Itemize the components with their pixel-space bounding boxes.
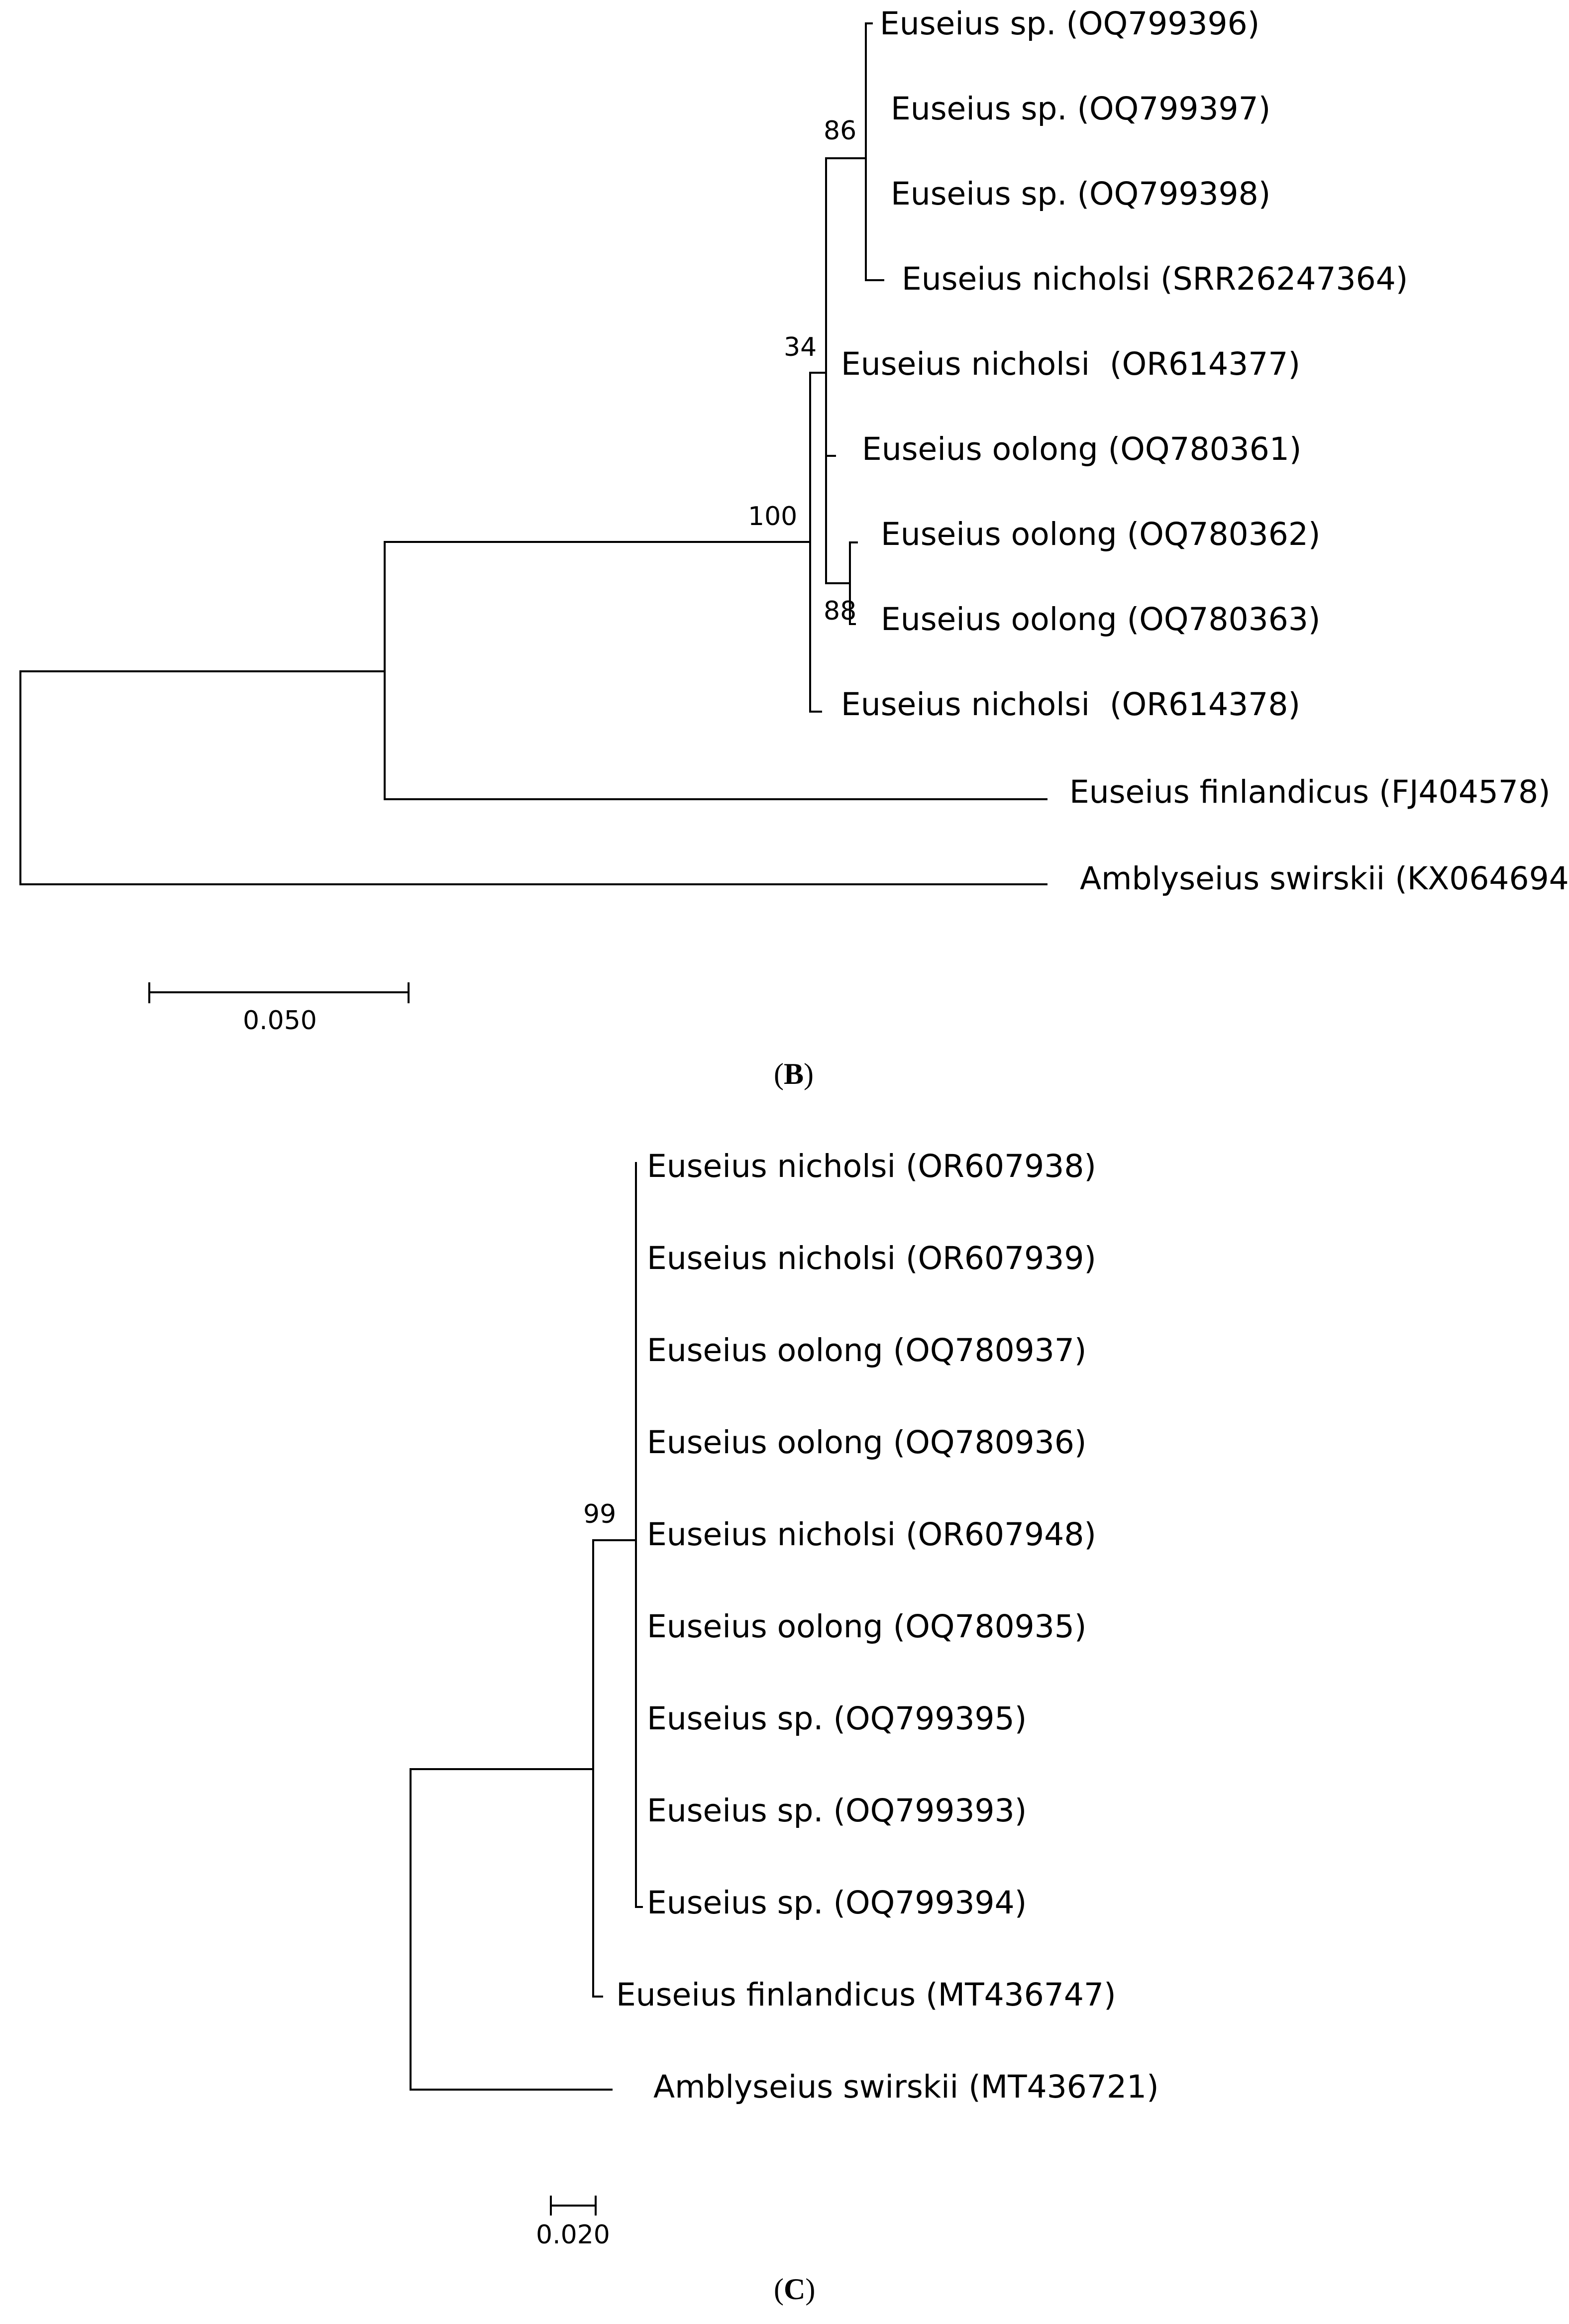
panel-b-scale-bar: 0.050 <box>148 982 410 1036</box>
leaf-label: Euseius oolong (OQ780937) <box>647 1332 1087 1369</box>
panel-b-clade-86-branch <box>865 22 884 281</box>
panel-b-ingroup-branch <box>384 541 1047 800</box>
leaf-label: Euseius nicholsi (SRR26247364) <box>902 261 1408 297</box>
leaf-label: Amblyseius swirskii (KX064694) <box>1080 860 1569 897</box>
panel-b-branches <box>19 22 1047 885</box>
leaf-label: Euseius nicholsi (OR614378) <box>841 686 1300 723</box>
panel-c-ingroup-branch <box>635 1162 643 1908</box>
panel-c-caption: (C) <box>774 2273 815 2306</box>
panel-c-root-branch <box>410 1768 613 2091</box>
leaf-label: Euseius nicholsi (OR614377) <box>841 346 1300 382</box>
leaf-label: Euseius nicholsi (OR607948) <box>647 1516 1096 1553</box>
panel-b-clade-34-branch <box>825 157 867 584</box>
panel-b-caption: (B) <box>774 1057 814 1090</box>
scale-bar-label: 0.050 <box>243 1006 317 1036</box>
leaf-label: Euseius sp. (OQ799395) <box>647 1700 1027 1737</box>
bootstrap-value: 86 <box>824 116 856 146</box>
panel-c-branches <box>410 1162 643 2091</box>
bootstrap-value: 88 <box>824 596 856 626</box>
leaf-label: Euseius sp. (OQ799393) <box>647 1793 1027 1829</box>
leaf-label: Euseius finlandicus (MT436747) <box>616 1977 1116 2013</box>
panel-c-leaf-labels: Euseius nicholsi (OR607938) Euseius nich… <box>616 1148 1159 2105</box>
panel-b-clade-100-branch <box>809 372 827 713</box>
bootstrap-value: 34 <box>784 332 817 362</box>
panel-c-caption-letter: C <box>784 2273 805 2306</box>
bootstrap-value: 99 <box>583 1499 616 1529</box>
leaf-label: Euseius sp. (OQ799396) <box>880 5 1259 42</box>
panel-b-bootstrap-values: 86 34 100 88 <box>748 116 856 626</box>
leaf-label: Euseius oolong (OQ780936) <box>647 1424 1087 1461</box>
panel-b-caption-letter: B <box>784 1057 804 1090</box>
panel-c-clade-99-branch <box>592 1539 637 1998</box>
panel-b-clade-88-branch <box>849 541 858 625</box>
scale-bar-label: 0.020 <box>536 2220 610 2250</box>
leaf-label: Euseius oolong (OQ780361) <box>862 431 1302 467</box>
leaf-label: Euseius sp. (OQ799397) <box>891 91 1270 127</box>
leaf-label: Euseius oolong (OQ780362) <box>881 516 1321 552</box>
leaf-label: Euseius finlandicus (FJ404578) <box>1069 774 1551 810</box>
bootstrap-value: 100 <box>748 502 797 531</box>
scale-bar-line <box>550 2196 597 2216</box>
leaf-label: Euseius sp. (OQ799398) <box>891 176 1270 212</box>
panel-b-tree: Euseius sp. (OQ799396) Euseius sp. (OQ79… <box>19 5 1569 1036</box>
scale-bar-line <box>148 982 410 1003</box>
leaf-label: Euseius oolong (OQ780935) <box>647 1608 1087 1645</box>
panel-b-leaf-labels: Euseius sp. (OQ799396) Euseius sp. (OQ79… <box>841 5 1569 897</box>
leaf-label: Euseius sp. (OQ799394) <box>647 1885 1027 1921</box>
leaf-label: Euseius oolong (OQ780363) <box>881 601 1321 637</box>
panel-c-bootstrap-values: 99 <box>583 1499 616 1529</box>
panel-b-root-branch <box>19 670 1047 885</box>
panel-c-tree: Euseius nicholsi (OR607938) Euseius nich… <box>410 1148 1159 2250</box>
leaf-label: Euseius nicholsi (OR607939) <box>647 1240 1096 1276</box>
panel-c-scale-bar: 0.020 <box>536 2196 610 2250</box>
leaf-label: Amblyseius swirskii (MT436721) <box>653 2069 1159 2105</box>
leaf-label: Euseius nicholsi (OR607938) <box>647 1148 1096 1184</box>
